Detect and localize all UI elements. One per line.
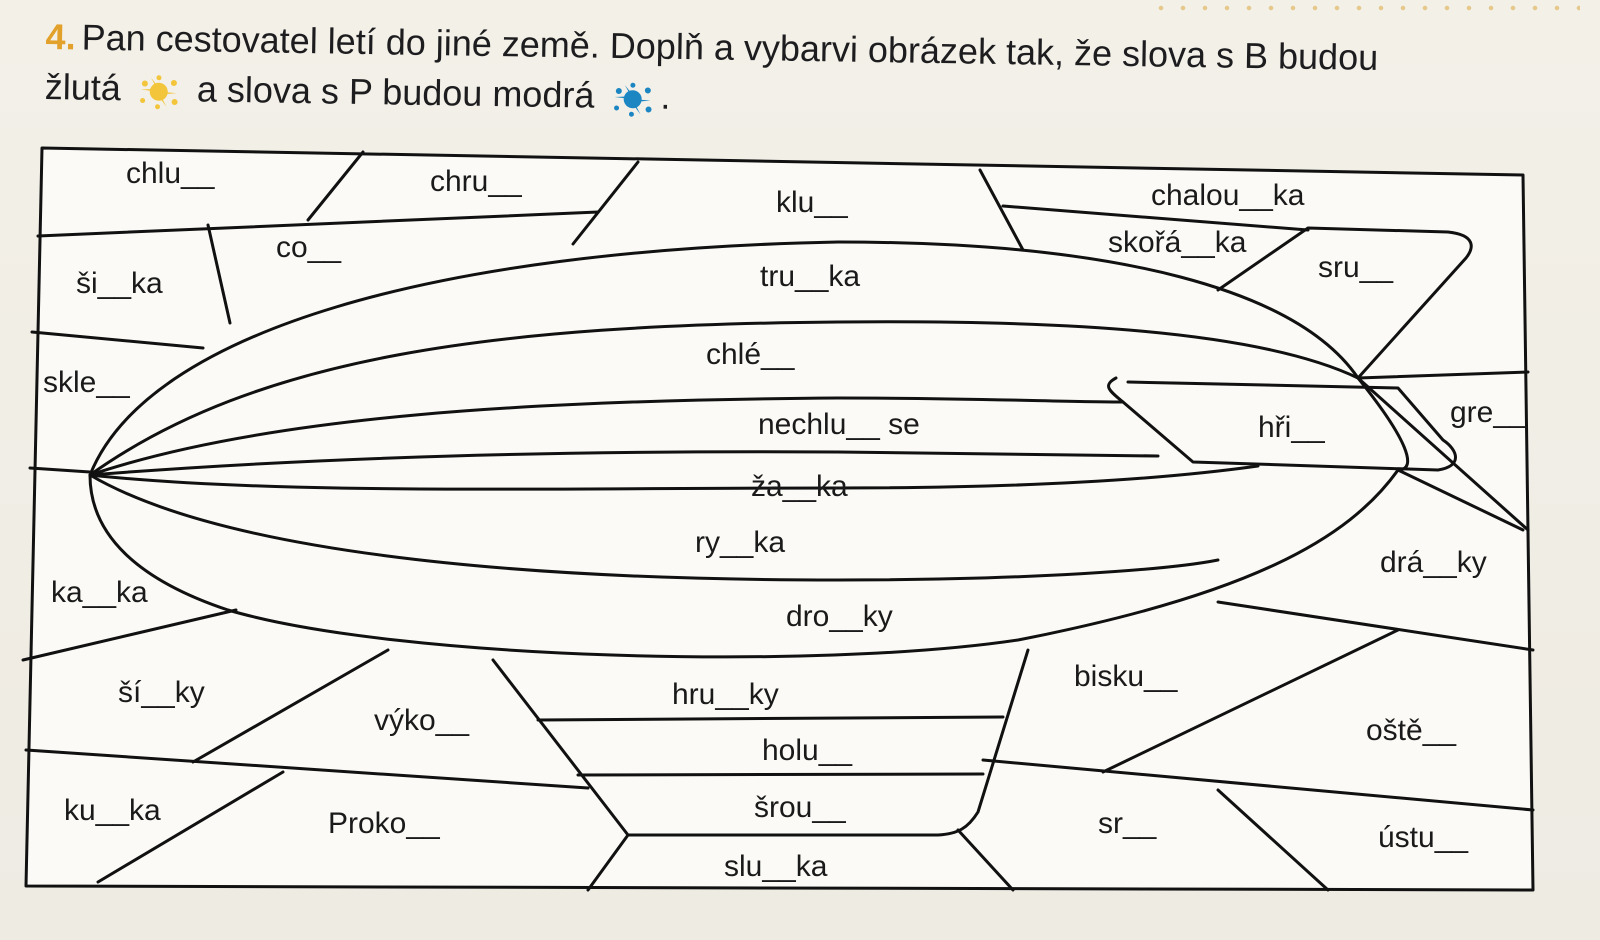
word-label: hru__ky (672, 678, 779, 711)
word-label: ší__ky (118, 676, 205, 709)
word-label: výko__ (374, 704, 470, 737)
word-label: chalou__ka (1151, 179, 1305, 212)
word-label: chru__ (430, 165, 523, 198)
word-label: klu__ (776, 186, 849, 219)
word-label: hři__ (1258, 411, 1326, 444)
puzzle-drawing: chlu__ chru__ klu__ chalou__ka co__ skoř… (21, 146, 1535, 892)
word-label: dro__ky (786, 600, 893, 633)
word-label: slu__ka (724, 850, 828, 883)
word-label: ku__ka (64, 794, 161, 827)
word-label: ka__ka (51, 576, 148, 609)
word-label: sru__ (1318, 251, 1394, 284)
decorative-dots (1150, 4, 1580, 12)
instruction-yellow-word: žlutá (44, 65, 122, 109)
word-label: drá__ky (1380, 546, 1487, 579)
word-label: skle__ (43, 366, 131, 399)
word-label: co__ (276, 231, 342, 264)
yellow-paint-splat-icon (137, 73, 182, 110)
word-label: chlé__ (706, 338, 796, 371)
word-label: chlu__ (126, 157, 216, 190)
word-label: ústu__ (1378, 821, 1469, 854)
exercise-number: 4. (45, 15, 76, 58)
blue-paint-splat-icon (610, 80, 655, 118)
word-label: oště__ (1366, 714, 1457, 747)
exercise-instruction: 4.Pan cestovatel letí do jiné země. Dopl… (44, 12, 1545, 136)
word-labels: chlu__ chru__ klu__ chalou__ka co__ skoř… (43, 157, 1528, 883)
word-label: ža__ka (751, 470, 848, 503)
word-label: ry__ka (695, 526, 785, 559)
word-label: Proko__ (328, 807, 441, 840)
airship-coloring-puzzle: chlu__ chru__ klu__ chalou__ka co__ skoř… (18, 140, 1548, 910)
word-label: nechlu__ se (758, 408, 920, 441)
word-label: holu__ (762, 734, 853, 767)
word-label: bisku__ (1074, 660, 1179, 693)
instruction-period: . (660, 75, 671, 117)
word-label: gre__ (1450, 396, 1528, 429)
instruction-blue-word: a slova s P budou modrá (196, 68, 595, 116)
word-label: ši__ka (76, 267, 163, 300)
word-label: skořá__ka (1108, 226, 1247, 259)
word-label: tru__ka (760, 260, 860, 293)
word-label: šrou__ (754, 791, 847, 824)
word-label: sr__ (1098, 807, 1158, 840)
